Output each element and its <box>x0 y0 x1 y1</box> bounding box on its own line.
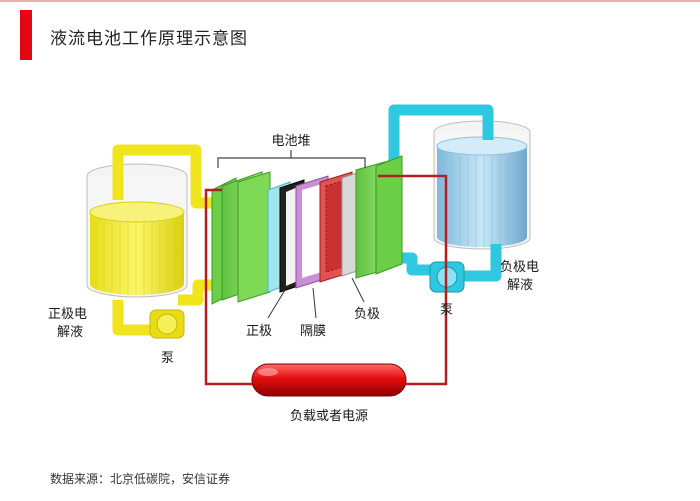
title-accent-bar <box>20 10 32 60</box>
source-note: 数据来源：北京低碳院，安信证券 <box>50 472 231 486</box>
positive-tank <box>86 163 188 298</box>
positive-electrode-label: 正极 <box>246 324 272 339</box>
leader-lines <box>267 277 365 319</box>
negative-electrode-label: 负极 <box>354 307 380 322</box>
cell-stack <box>211 155 403 305</box>
negative-electrolyte-label-1: 负极电 <box>500 260 539 275</box>
pump-right-label: 泵 <box>440 303 453 318</box>
negative-electrolyte-label-2: 解液 <box>507 278 533 293</box>
pump-left-body <box>149 309 185 339</box>
positive-electrolyte-label-2: 解液 <box>57 325 83 340</box>
page-title: 液流电池工作原理示意图 <box>50 29 248 49</box>
stack-label: 电池堆 <box>271 134 310 149</box>
negative-tank <box>433 120 531 250</box>
load-cylinder <box>251 363 407 397</box>
external-circuit <box>204 174 448 386</box>
load-label: 负载或者电源 <box>290 409 368 424</box>
positive-electrolyte-label-1: 正极电 <box>48 307 87 322</box>
membrane-label: 隔膜 <box>300 324 326 339</box>
top-rule <box>0 0 700 2</box>
pump-left-label: 泵 <box>161 351 174 366</box>
stack-bracket <box>217 150 366 168</box>
